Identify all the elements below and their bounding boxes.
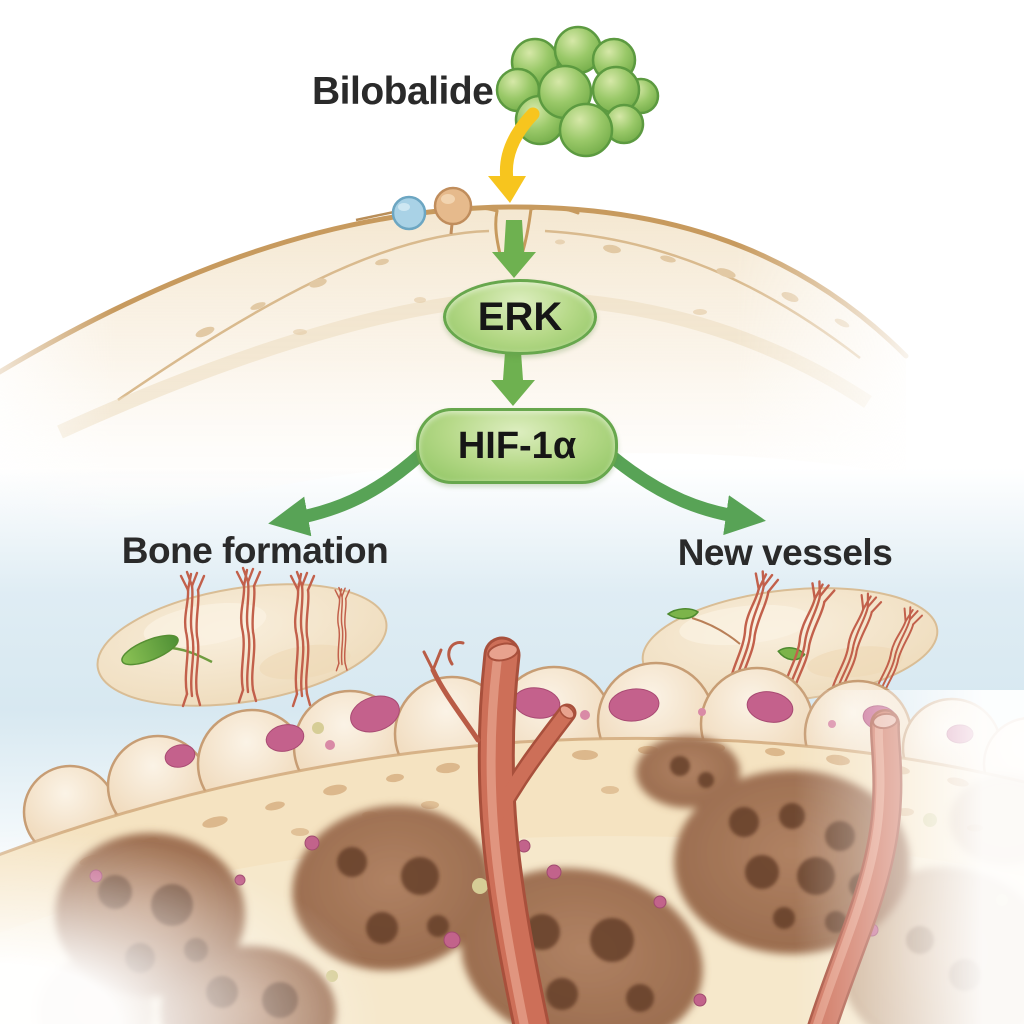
central-blood-vessel-icon — [422, 636, 577, 1024]
arrow-erk-to-hif1a-icon — [491, 352, 535, 406]
arrow-membrane-to-erk-icon — [492, 220, 536, 278]
bilobalide-molecule-cluster-icon — [495, 25, 660, 158]
node-hif1a: HIF-1α — [416, 408, 618, 484]
label-bilobalide: Bilobalide — [312, 70, 494, 113]
tan-receptor-icon — [433, 186, 473, 235]
cell-membrane-icon — [0, 204, 909, 556]
label-bone-formation: Bone formation — [121, 530, 389, 571]
membrane-speckles — [195, 239, 850, 338]
bone-fragment-with-vessels-icon — [96, 566, 388, 708]
node-erk: ERK — [443, 279, 597, 355]
label-new-vessels: New vessels — [677, 532, 893, 573]
arrow-bilobalide-to-membrane-icon — [488, 107, 540, 203]
blue-receptor-icon — [355, 195, 427, 231]
arrow-hif1a-to-new-vessels-icon — [603, 448, 766, 536]
bone-fragment-with-sprouting-vessels-icon — [641, 568, 939, 716]
arrow-hif1a-to-bone-formation-icon — [268, 448, 427, 537]
